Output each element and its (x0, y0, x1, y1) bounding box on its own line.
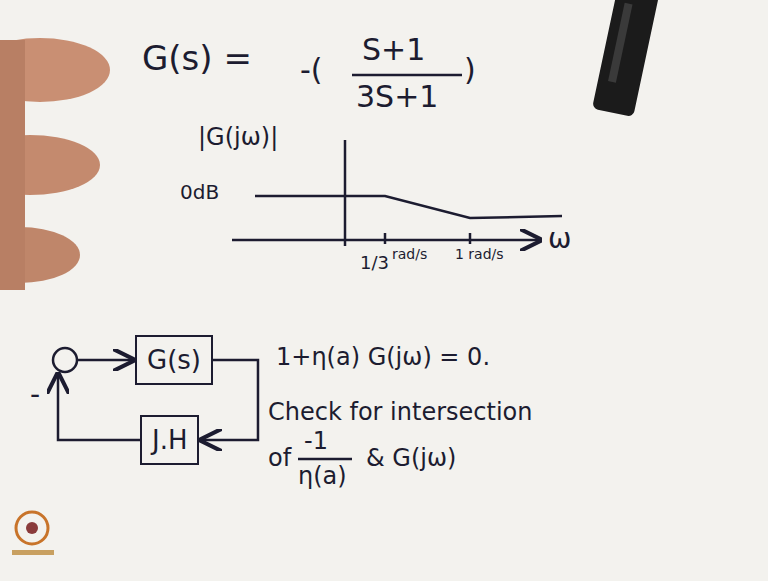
summing-junction (53, 348, 77, 372)
handwritten-label: 1+η(a) G(jω) = 0. (276, 343, 490, 372)
magnitude-curve (255, 196, 562, 218)
axis-line (344, 140, 347, 246)
handwritten-label: 1/3 (360, 252, 389, 274)
handwritten-label: 0dB (180, 180, 219, 204)
handwritten-label: of (268, 444, 291, 473)
handwritten-label: rad/s (392, 246, 427, 263)
block-box: J.H (140, 415, 199, 465)
handwritten-label: ) (464, 52, 476, 88)
handwritten-label: - (30, 378, 40, 412)
axis-tick (469, 233, 472, 244)
handwritten-label: 1 rad/s (455, 246, 504, 263)
feedback-wire (58, 374, 140, 440)
signal-wire (77, 359, 133, 362)
handwritten-label: S+1 (362, 32, 425, 68)
handwritten-label: |G(jω)| (198, 123, 278, 152)
fraction-bar (298, 458, 352, 461)
block-label: G(s) (147, 345, 201, 375)
handwritten-label: 3S+1 (356, 79, 438, 115)
logo (12, 512, 54, 555)
block-label: J.H (152, 425, 187, 455)
pen (592, 0, 659, 117)
signal-connector (201, 360, 258, 440)
hand-palm (0, 40, 25, 290)
handwritten-label: ω (548, 222, 571, 256)
handwritten-label: G(s) = (142, 38, 252, 79)
fraction-bar (352, 74, 462, 77)
axis-tick (384, 233, 387, 244)
block-box: G(s) (135, 335, 213, 385)
handwritten-label: Check for intersection (268, 398, 532, 427)
handwritten-label: η(a) (298, 462, 347, 491)
handwritten-label: -1 (304, 427, 328, 456)
handwritten-label: -( (300, 52, 323, 88)
handwritten-label: & G(jω) (366, 444, 456, 473)
